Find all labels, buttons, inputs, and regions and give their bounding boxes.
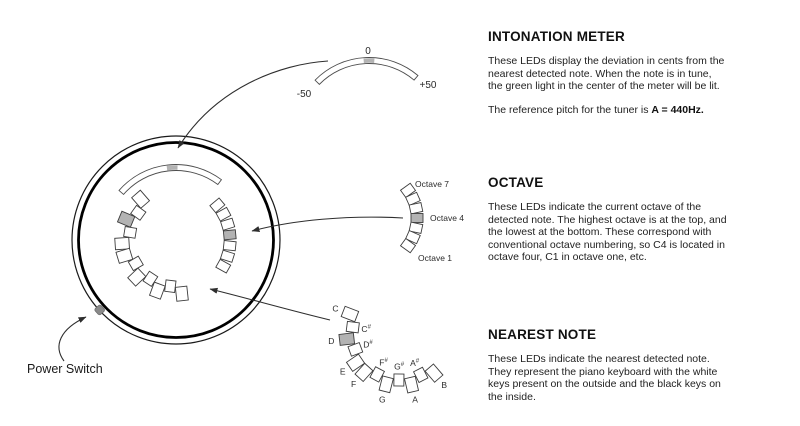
device-intonation-leds <box>118 164 223 196</box>
octave-7-label: Octave 7 <box>415 179 449 189</box>
note-label-G: G <box>379 394 386 404</box>
note-led-Gsharp <box>393 373 405 387</box>
octave-led-7 <box>399 182 417 199</box>
nearest-note-section: NEAREST NOTE These LEDs indicate the nea… <box>488 327 728 403</box>
octave-led-1 <box>215 258 232 274</box>
nearest-note-detail: C C# D D# EF F# G G# A A# B <box>328 303 447 404</box>
intonation-meter-title: INTONATION METER <box>488 29 625 44</box>
intonation-meter-section: INTONATION METER These LEDs display the … <box>488 29 728 116</box>
note-led-E <box>345 353 366 373</box>
device-outer-ring <box>71 135 281 345</box>
octave-body: These LEDs indicate the current octave o… <box>488 201 727 264</box>
octave-led-2 <box>219 249 236 263</box>
octave-led-4 <box>222 229 237 241</box>
note-label-Csharp: C# <box>361 324 371 334</box>
note-label-Fsharp: F# <box>379 358 388 368</box>
nearest-note-body: These LEDs indicate the nearest detected… <box>488 353 721 403</box>
meter-band <box>314 57 419 86</box>
note-led-Dsharp <box>123 226 138 239</box>
power-switch-leader-arrow <box>58 316 87 362</box>
note-led-F <box>115 247 134 264</box>
note-led-Fsharp <box>127 255 144 272</box>
octave-led-5 <box>408 202 424 215</box>
power-switch-nub <box>94 304 105 316</box>
note-led-D <box>116 210 136 228</box>
power-switch-label: Power Switch <box>27 362 103 376</box>
note-labels: C C# D D# EF F# G G# A A# B <box>328 303 447 404</box>
note-led-E <box>114 236 130 251</box>
nearest-note-title: NEAREST NOTE <box>488 327 597 342</box>
intonation-leader-arrow <box>177 60 329 149</box>
octave-led-7 <box>209 197 226 214</box>
note-led-C <box>340 305 360 323</box>
note-label-C: C <box>332 303 338 313</box>
note-led-C <box>131 189 151 209</box>
note-label-Dsharp: D# <box>363 340 373 350</box>
note-led-Fsharp <box>369 366 386 383</box>
note-led-B <box>424 363 444 383</box>
meter-plus50-label: +50 <box>420 80 437 91</box>
octave-led-6 <box>215 206 232 222</box>
meter-center-led-lit <box>363 58 375 63</box>
note-led-arc <box>338 305 444 394</box>
note-label-F: F <box>351 379 356 389</box>
octave-led-3 <box>408 221 424 234</box>
note-led-F <box>354 362 374 383</box>
nearest-note-leader-arrow <box>209 287 331 321</box>
device-bezel-ring <box>77 141 275 339</box>
device-octave-leds <box>209 197 237 274</box>
note-led-B <box>174 285 189 302</box>
note-led-Csharp <box>345 320 360 334</box>
note-label-Gsharp: G# <box>394 361 405 371</box>
note-led-Asharp <box>164 279 177 293</box>
octave-led-5 <box>220 217 236 231</box>
note-led-Csharp <box>130 204 147 221</box>
intonation-meter-arc <box>314 57 419 86</box>
octave-4-label: Octave 4 <box>430 213 464 223</box>
note-label-D: D <box>328 336 334 346</box>
meter-band <box>118 164 223 196</box>
note-led-Asharp <box>412 366 429 384</box>
meter-minus50-label: -50 <box>297 89 312 100</box>
note-led-Gsharp <box>142 270 159 287</box>
octave-section: OCTAVE These LEDs indicate the current o… <box>488 175 728 264</box>
note-label-E: E <box>340 367 346 377</box>
meter-zero-label: 0 <box>365 46 371 57</box>
note-led-G <box>378 375 394 394</box>
note-label-A: A <box>412 395 418 405</box>
device-note-leds <box>114 189 189 302</box>
octave-1-label: Octave 1 <box>418 253 452 263</box>
octave-led-1 <box>399 237 417 254</box>
octave-led-arc <box>399 182 424 254</box>
note-label-B: B <box>441 380 447 390</box>
note-led-A <box>403 375 420 394</box>
reference-pitch-line: The reference pitch for the tuner is A =… <box>488 104 728 117</box>
octave-led-3 <box>222 240 237 252</box>
note-label-Asharp: A# <box>410 358 420 368</box>
note-led-D <box>338 332 356 346</box>
octave-detail: Octave 7 Octave 4 Octave 1 <box>399 179 464 263</box>
octave-leader-arrow <box>251 216 404 232</box>
octave-led-2 <box>405 229 421 245</box>
octave-title: OCTAVE <box>488 175 544 190</box>
power-switch <box>94 304 105 316</box>
note-led-G <box>127 267 147 287</box>
octave-led-6 <box>405 191 421 207</box>
intonation-meter-body: These LEDs display the deviation in cent… <box>488 55 725 93</box>
meter-center-led-lit <box>166 165 178 171</box>
note-led-Dsharp <box>347 342 364 357</box>
reference-pitch-prefix: The reference pitch for the tuner is <box>488 103 652 116</box>
intonation-meter-detail: 0 -50 +50 <box>297 46 437 100</box>
tuner-device <box>71 135 281 345</box>
octave-led-4 <box>410 213 424 223</box>
leader-arrows <box>58 60 404 362</box>
reference-pitch-value: A = 440Hz. <box>651 103 704 116</box>
note-led-A <box>148 281 166 300</box>
